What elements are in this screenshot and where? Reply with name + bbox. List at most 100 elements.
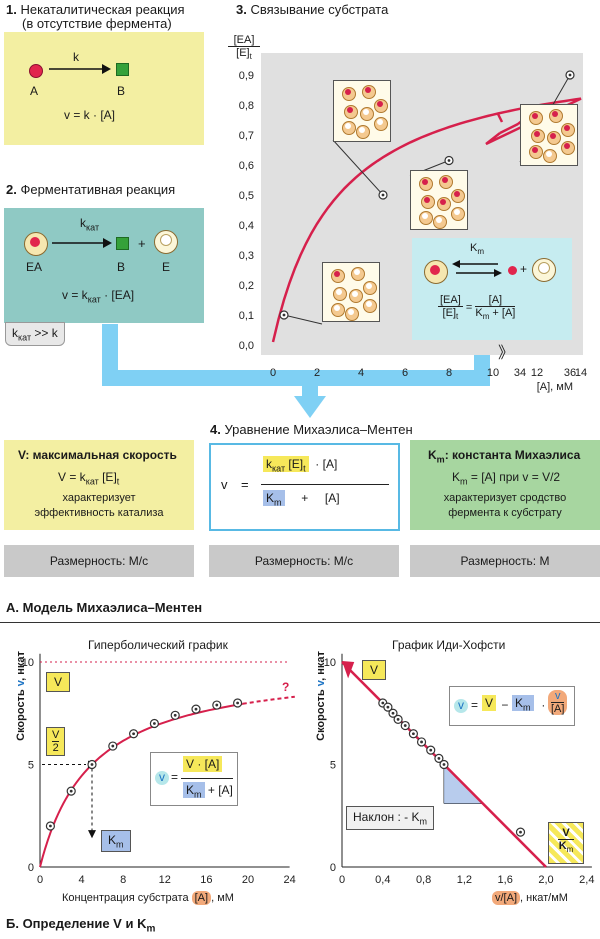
- x-tick-label: 0: [270, 367, 276, 379]
- y-tick-label: 0: [330, 862, 336, 874]
- bound-enzyme-icon: [374, 99, 388, 113]
- dimension-mm: Размерность: М/с: [209, 545, 399, 577]
- equilibrium-arrows-icon: [452, 260, 502, 277]
- y-tick-label: 0,4: [239, 220, 254, 232]
- bound-enzyme-icon: [549, 109, 563, 123]
- eadie-hofstee-data-point-center: [429, 748, 433, 752]
- vmax-equation: V = kкат [E]t: [58, 470, 120, 487]
- eadie-hofstee-data-point-center: [412, 732, 415, 736]
- free-enzyme-icon: [342, 121, 356, 135]
- eadie-hofstee-data-point-center: [437, 756, 441, 760]
- vmax-desc-1: характеризует: [62, 492, 136, 504]
- hyperbolic-data-point-center: [90, 763, 94, 766]
- bound-enzyme-icon: [344, 105, 358, 119]
- eadie-hofstee-ylabel: Скорость v, нкат: [315, 651, 327, 741]
- eadie-hofstee-equation-box: v = V − Km · v[A]: [449, 686, 575, 726]
- panel1-title: 1. Некаталитическая реакция: [6, 2, 185, 17]
- x-tick-label: 10: [487, 367, 499, 379]
- panel1-box: A k B v = k · [A]: [4, 32, 204, 145]
- eadie-hofstee-data-point-center: [403, 724, 407, 727]
- bound-enzyme-icon: [547, 131, 561, 145]
- mm-numerator: kкат [E]t · [A]: [263, 456, 337, 473]
- binding-data-point-center: [568, 73, 572, 77]
- y-tick-label: 0,6: [239, 160, 254, 172]
- product-b-icon: [116, 237, 129, 250]
- y-tick-label: 0,0: [239, 340, 254, 352]
- km-label: Km: [470, 242, 485, 257]
- enzyme-substrate-complex-icon: [24, 232, 48, 256]
- km-desc-2: фермента к субстрату: [448, 507, 562, 519]
- panel2-title: 2. Ферментативная реакция: [6, 182, 176, 197]
- y-tick-label: 0,9: [239, 70, 254, 82]
- free-enzyme-icon: [451, 207, 465, 221]
- dimension-km: Размерность: М: [410, 545, 600, 577]
- substrate-a-icon: [29, 64, 43, 78]
- hyperbolic-xlabel: Концентрация субстрата [A], мМ: [62, 891, 234, 905]
- y-tick-label: 0,5: [239, 190, 254, 202]
- vmax-box: V: максимальная скорость V = kкат [E]t х…: [4, 440, 194, 530]
- binding-data-point-center: [447, 159, 451, 162]
- panel1-subtitle: (в отсутствие фермента): [22, 16, 172, 31]
- saturation-cell-10: [322, 262, 380, 322]
- bound-enzyme-icon: [561, 123, 575, 137]
- bound-enzyme-icon: [529, 145, 543, 159]
- mm-denominator: Km + [A]: [263, 490, 340, 507]
- km-equation: Km = [A] при v = V/2: [452, 470, 561, 487]
- vmax-flag-right: V: [362, 660, 387, 680]
- free-enzyme-icon: [419, 211, 433, 225]
- free-enzyme-icon: [363, 299, 377, 313]
- eadie-hofstee-data-point-center: [381, 701, 385, 705]
- saturation-cell-90: [520, 104, 578, 166]
- free-enzyme-icon: [433, 215, 447, 229]
- vmax-desc-2: эффективность катализа: [34, 507, 164, 519]
- panel3-ylabel: [EA] [E]t: [228, 34, 260, 61]
- eadie-hofstee-data-point-center: [396, 718, 400, 721]
- free-enzyme-icon: [543, 149, 557, 163]
- reaction-arrow-icon: [52, 238, 112, 248]
- y-tick-label: 5: [330, 760, 336, 772]
- panel2-plus: +: [138, 236, 146, 251]
- substrate-icon: [508, 266, 517, 275]
- bound-enzyme-icon: [421, 195, 435, 209]
- x-tick-label: 4: [79, 874, 85, 886]
- eadie-hofstee-data-point-center: [420, 740, 423, 744]
- panel4-title: 4. Уравнение Михаэлиса–Ментен: [210, 422, 413, 437]
- x-tick-label: 20: [242, 874, 254, 886]
- x-tick-label: 0,8: [416, 874, 431, 886]
- hyperbolic-equation-box: v = V · [A] Km + [A]: [150, 752, 238, 806]
- free-enzyme-icon: [363, 281, 377, 295]
- eadie-hofstee-data-point-center: [386, 705, 390, 709]
- binding-data-point-center: [282, 313, 286, 317]
- x-tick-label: 1,2: [457, 874, 472, 886]
- y-tick-label: 0,7: [239, 130, 254, 142]
- bound-enzyme-icon: [451, 189, 465, 203]
- km-desc-1: характеризует сродство: [443, 492, 567, 504]
- section-a-title: А. Модель Михаэлиса–Ментен: [6, 600, 203, 615]
- hyperbolic-data-point-center: [194, 707, 198, 711]
- x-tick-label: 2: [314, 367, 320, 379]
- free-enzyme-icon: [356, 125, 370, 139]
- bound-enzyme-icon: [362, 85, 376, 99]
- axis-break: 》: [498, 345, 514, 362]
- km-plus: +: [520, 262, 528, 276]
- x-tick-label: 0: [37, 874, 43, 886]
- panel1-k-label: k: [73, 50, 79, 64]
- eadie-hofstee-xlabel: v/[A], нкат/мМ: [492, 891, 568, 905]
- enzyme-substrate-complex-icon: [424, 260, 448, 284]
- x-tick-label: 1,6: [498, 874, 513, 886]
- hyperbolic-title: Гиперболический график: [88, 638, 228, 652]
- reaction-arrow-icon: [49, 64, 111, 74]
- saturation-cell-60: [410, 170, 468, 230]
- x-tick-label: 12: [531, 367, 543, 379]
- x-tick-label: 8: [446, 367, 452, 379]
- leader-line: [332, 139, 384, 196]
- km-equilibrium-box: Km + [EA][E]t = [A]Km + [A]: [412, 238, 572, 340]
- panel3-title: 3. Связывание субстрата: [236, 2, 389, 17]
- hyperbolic-data-point-center: [111, 744, 115, 748]
- kcat-comparison-badge: kкат >> k: [5, 322, 65, 347]
- panel2-kcat-label: kкат: [80, 216, 100, 233]
- leader-line: [283, 314, 323, 325]
- panel2-e-label: E: [162, 260, 171, 274]
